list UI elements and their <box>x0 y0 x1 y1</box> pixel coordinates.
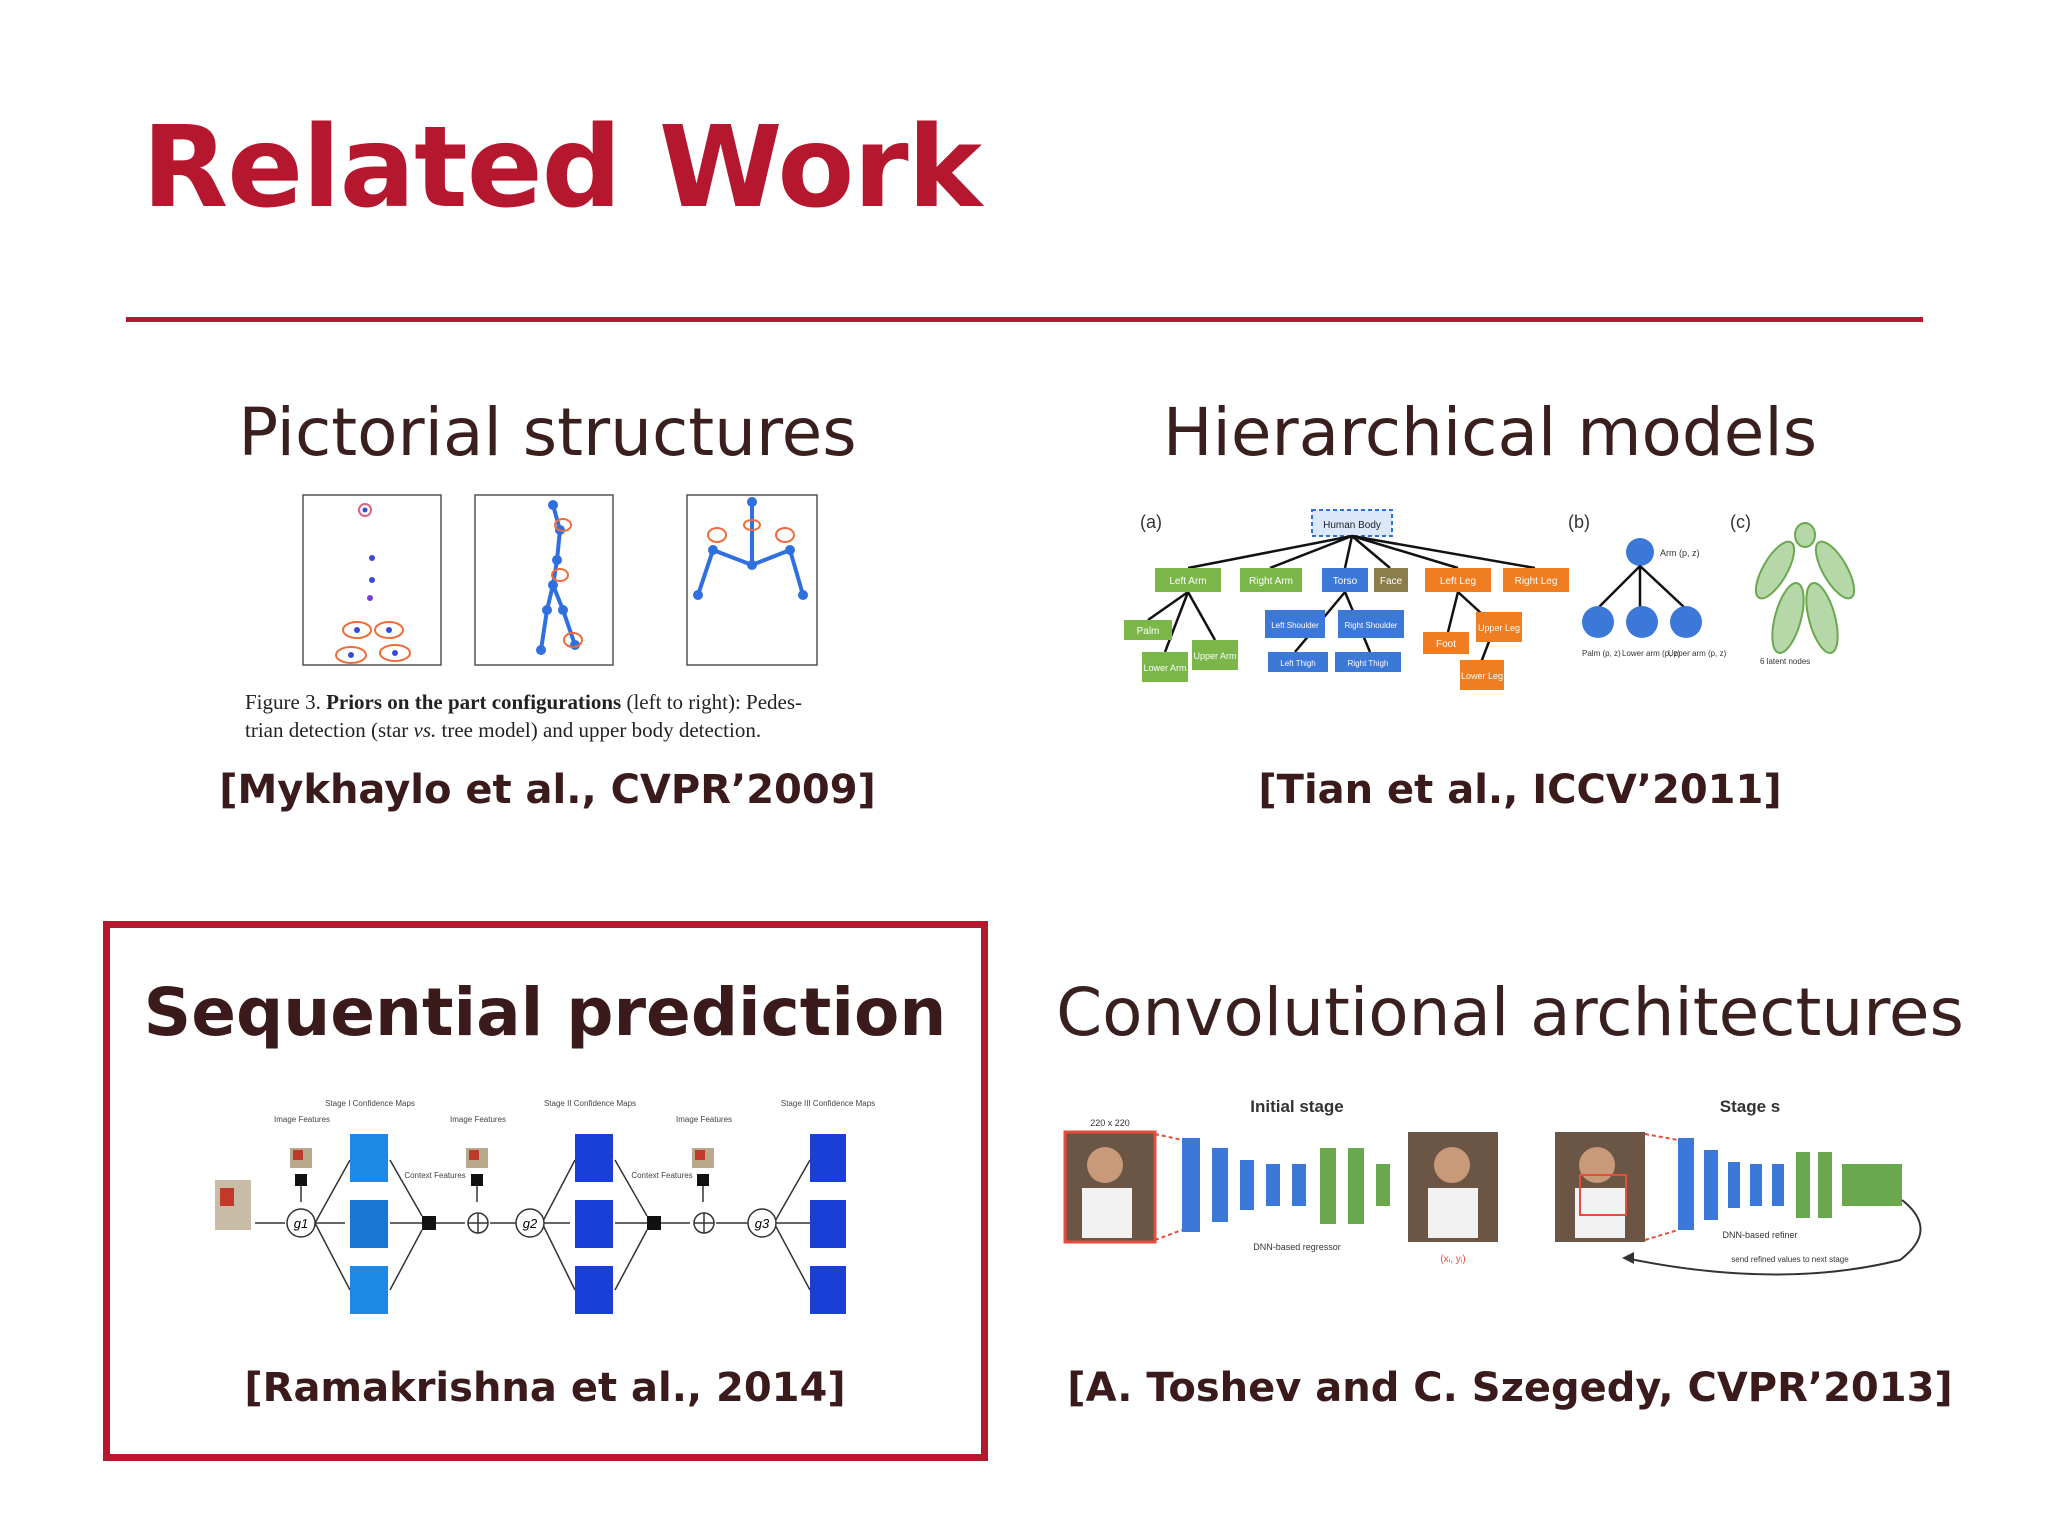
label-context-2: Context Features <box>631 1171 692 1180</box>
caption-rest: (left to right): Pedes- <box>626 690 803 714</box>
b-lower-label: Lower arm (p, z) <box>1622 649 1681 658</box>
node-left-arm: Left Arm <box>1169 576 1206 587</box>
b-arm-label: Arm (p, z) <box>1660 548 1700 558</box>
panel-b-label: (b) <box>1568 512 1590 532</box>
refiner-label: DNN-based refiner <box>1722 1230 1797 1240</box>
label-image-features-1: Image Features <box>274 1115 330 1124</box>
label-stage1: Stage I Confidence Maps <box>325 1099 415 1108</box>
caption-bold: Priors on the part configurations <box>326 690 622 714</box>
initial-stage-label: Initial stage <box>1250 1097 1344 1116</box>
pictorial-citation: [Mykhaylo et al., CVPR’2009] <box>219 767 876 813</box>
g3-label: g3 <box>755 1216 770 1231</box>
label-image-features-3: Image Features <box>676 1115 732 1124</box>
hierarchical-models-figure: (a) Human Body Left Arm Right Arm Torso … <box>1124 509 1856 690</box>
regressor-label: DNN-based regressor <box>1253 1242 1341 1252</box>
label-stage2: Stage II Confidence Maps <box>544 1099 636 1108</box>
sequential-prediction-title: Sequential prediction <box>143 974 947 1051</box>
g1-label: g1 <box>294 1216 308 1231</box>
panel-c-label: (c) <box>1730 512 1751 532</box>
sequential-prediction-figure: Image Features Image Features Image Feat… <box>215 1099 875 1314</box>
b-palm-label: Palm (p, z) <box>1582 649 1621 658</box>
pictorial-structures-figure <box>302 494 818 666</box>
node-upper-leg: Upper Leg <box>1478 623 1520 633</box>
caption-line2b: tree model) and upper body detection. <box>441 718 762 742</box>
convolutional-architectures-figure: Initial stage Stage s 220 x 220 DNN-base… <box>1063 1097 1922 1276</box>
node-right-shoulder: Right Shoulder <box>1345 621 1398 630</box>
node-left-shoulder: Left Shoulder <box>1271 621 1319 630</box>
convolutional-architectures-title: Convolutional architectures <box>1056 974 1964 1051</box>
convolutional-citation: [A. Toshev and C. Szegedy, CVPR’2013] <box>1067 1365 1953 1411</box>
node-upper-arm: Upper Arm <box>1193 651 1236 661</box>
node-foot: Foot <box>1436 639 1456 650</box>
node-torso: Torso <box>1333 576 1358 587</box>
node-right-arm: Right Arm <box>1249 576 1293 587</box>
label-image-features-2: Image Features <box>450 1115 506 1124</box>
g2-label: g2 <box>523 1216 538 1231</box>
caption-vs: vs. <box>413 718 437 742</box>
node-lower-leg: Lower Leg <box>1461 671 1503 681</box>
pictorial-structures-title: Pictorial structures <box>238 394 857 471</box>
caption-line2a: trian detection (star <box>245 718 409 742</box>
node-left-thigh: Left Thigh <box>1280 659 1315 668</box>
stage-s-label: Stage s <box>1720 1097 1780 1116</box>
node-face: Face <box>1380 576 1403 587</box>
panel-a-label: (a) <box>1140 512 1162 532</box>
node-right-leg: Right Leg <box>1515 576 1558 587</box>
hierarchical-citation: [Tian et al., ICCV’2011] <box>1258 767 1782 813</box>
b-upper-label: Upper arm (p, z) <box>1668 649 1727 658</box>
title-divider <box>126 317 1923 322</box>
slide-title: Related Work <box>142 103 982 233</box>
pictorial-figure-caption: Figure 3. Priors on the part configurati… <box>245 688 885 744</box>
highlight-box <box>103 921 988 1461</box>
node-right-thigh: Right Thigh <box>1348 659 1389 668</box>
label-stage3: Stage III Confidence Maps <box>781 1099 875 1108</box>
node-palm: Palm <box>1137 626 1160 637</box>
sequential-citation: [Ramakrishna et al., 2014] <box>244 1365 846 1411</box>
send-refined-label: send refined values to next stage <box>1731 1255 1849 1264</box>
node-lower-arm: Lower Arm <box>1143 663 1186 673</box>
caption-prefix: Figure 3. <box>245 690 321 714</box>
hierarchical-models-title: Hierarchical models <box>1162 394 1818 471</box>
output-xy-label: (xᵢ, yᵢ) <box>1440 1254 1465 1265</box>
input-size-label: 220 x 220 <box>1090 1118 1130 1128</box>
label-context-1: Context Features <box>404 1171 465 1180</box>
node-human-body: Human Body <box>1323 520 1381 531</box>
c-latent-label: 6 latent nodes <box>1760 657 1810 666</box>
node-left-leg: Left Leg <box>1440 576 1476 587</box>
